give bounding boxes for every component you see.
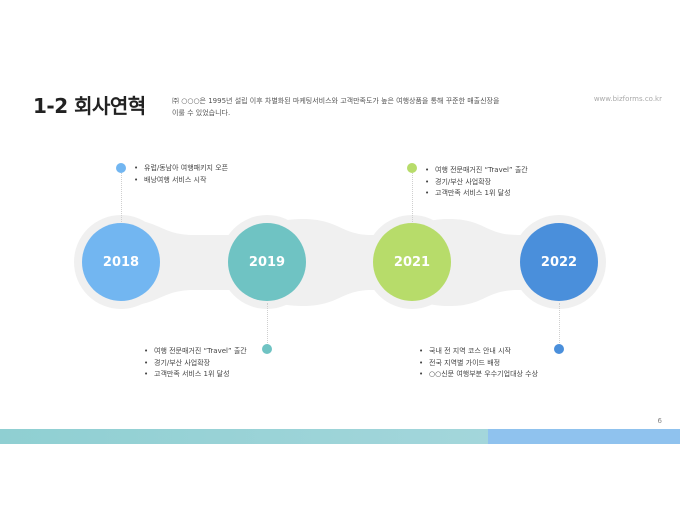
connector-line-2022 xyxy=(559,303,560,349)
year-node-2019: 2019 xyxy=(228,223,306,301)
page-title: 1-2 회사연혁 xyxy=(33,94,146,118)
list-item: 국내 전 지역 코스 안내 시작 xyxy=(419,346,559,358)
year-label: 2019 xyxy=(248,254,286,270)
year-label: 2018 xyxy=(102,254,140,270)
event-list-2018: 유럽/동남아 여행패키지 오픈 배낭여행 서비스 시작 xyxy=(134,163,234,186)
list-item: 여행 전문매거진 “Travel” 출간 xyxy=(425,165,565,177)
list-item: 전국 지역별 가이드 배정 xyxy=(419,358,559,370)
website-url: www.bizforms.co.kr xyxy=(593,95,662,103)
year-node-2021: 2021 xyxy=(373,223,451,301)
marker-dot-2021 xyxy=(407,163,417,173)
connector-line-2019 xyxy=(267,303,268,349)
list-item: 여행 전문매거진 “Travel” 출간 xyxy=(144,346,274,358)
list-item: 배낭여행 서비스 시작 xyxy=(134,175,234,187)
list-item: 경기/부산 사업확장 xyxy=(425,177,565,189)
marker-dot-2018 xyxy=(116,163,126,173)
footer-band xyxy=(0,429,680,444)
marker-dot-2022 xyxy=(554,344,564,354)
list-item: 고객만족 서비스 1위 달성 xyxy=(144,369,274,381)
list-item: 유럽/동남아 여행패키지 오픈 xyxy=(134,163,234,175)
event-list-2019: 여행 전문매거진 “Travel” 출간 경기/부산 사업확장 고객만족 서비스… xyxy=(144,346,274,381)
year-label: 2022 xyxy=(540,254,578,270)
connector-line-2018 xyxy=(121,173,122,222)
page-description: ㈜ ○○○은 1995년 설립 이후 차별화된 마케팅서비스와 고객만족도가 높… xyxy=(172,97,500,117)
connector-line-2021 xyxy=(412,173,413,222)
footer-band-teal xyxy=(0,429,488,444)
event-list-2022: 국내 전 지역 코스 안내 시작 전국 지역별 가이드 배정 ○○신문 여행부분… xyxy=(419,346,559,381)
footer-band-blue xyxy=(488,429,680,444)
year-label: 2021 xyxy=(393,254,431,270)
year-node-2022: 2022 xyxy=(520,223,598,301)
year-node-2018: 2018 xyxy=(82,223,160,301)
list-item: 경기/부산 사업확장 xyxy=(144,358,274,370)
list-item: 고객만족 서비스 1위 달성 xyxy=(425,188,565,200)
page-number: 6 xyxy=(657,417,662,425)
event-list-2021: 여행 전문매거진 “Travel” 출간 경기/부산 사업확장 고객만족 서비스… xyxy=(425,165,565,200)
list-item: ○○신문 여행부분 우수기업대상 수상 xyxy=(419,369,559,381)
